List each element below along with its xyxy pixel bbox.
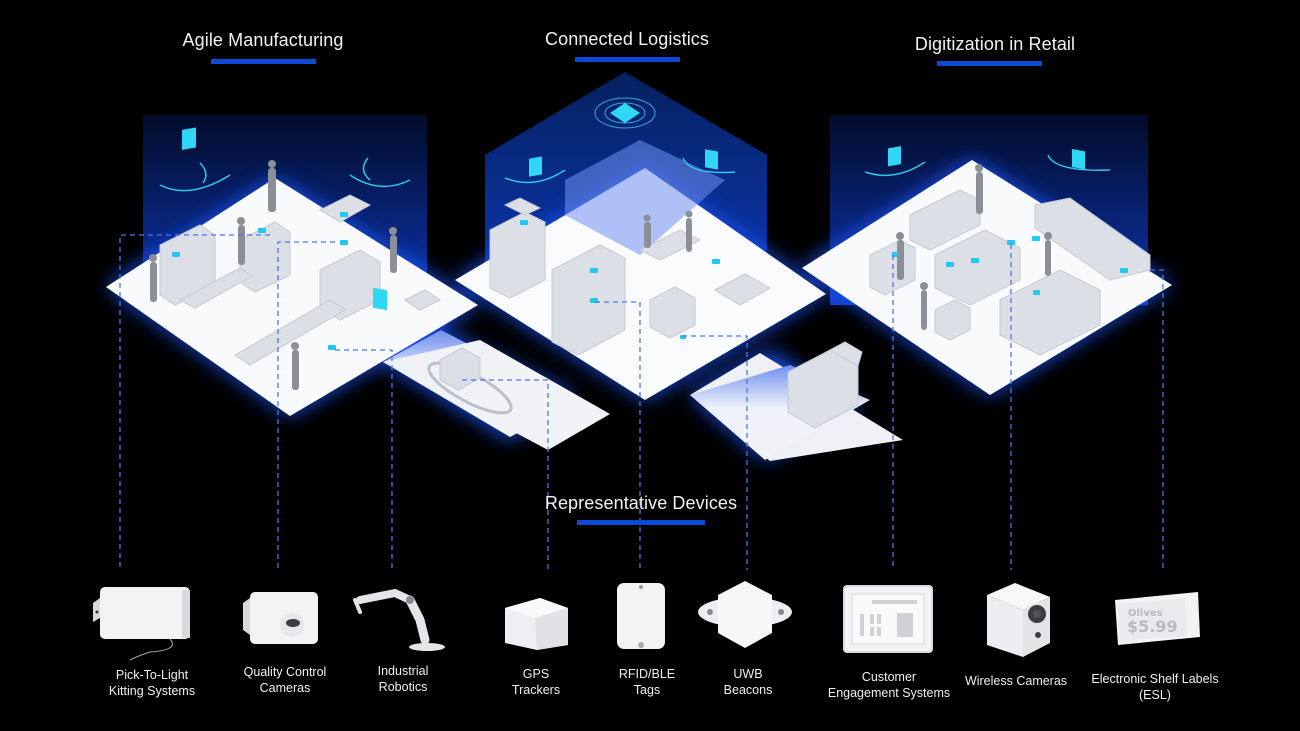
logistics-beam (565, 140, 725, 255)
esl-product-text: Olives (1128, 608, 1163, 619)
section-underline (577, 520, 705, 525)
connector-uwb (682, 335, 748, 570)
boat-path-lower (383, 340, 610, 450)
device-label-line: Pick-To-Light (115, 668, 189, 682)
device-label-customer-engagement: Customer Engagement Systems (828, 669, 950, 701)
cube-camera-icon (987, 583, 1050, 657)
section-underline (211, 59, 316, 64)
uwb-beacon-icon (698, 581, 792, 648)
device-label-line: Robotics (378, 680, 428, 694)
beacon-icon (594, 97, 656, 129)
beacon-icon (504, 156, 566, 184)
connector-lines (119, 234, 1164, 570)
device-label-line: Industrial (377, 664, 429, 678)
device-label-line: Cameras (259, 681, 311, 695)
device-label-line: (ESL) (1139, 688, 1171, 702)
device-label-line: Quality Control (243, 665, 327, 679)
device-label-gps: GPS Trackers (512, 666, 560, 698)
device-label-uwb: UWB Beacons (724, 666, 773, 698)
section-underline (937, 61, 1042, 66)
gps-tracker-icon (505, 598, 568, 650)
devices-section-title: Representative Devices (544, 493, 738, 513)
device-label-wireless-cameras: Wireless Cameras (965, 673, 1067, 689)
robot-arm-icon (353, 588, 445, 651)
beacon-icon (682, 149, 736, 174)
beacon-icon (1047, 149, 1111, 171)
device-label-line: Customer (861, 670, 917, 684)
beacon-icon (864, 146, 926, 177)
device-label-line: Electronic Shelf Labels (1091, 672, 1219, 686)
device-label-esl: Electronic Shelf Labels (ESL) (1091, 671, 1218, 703)
connector-rfid (595, 301, 641, 570)
section-title-manufacturing: Agile Manufacturing (182, 30, 344, 50)
connector-qc-cameras (277, 241, 335, 570)
connector-esl (1150, 269, 1164, 570)
device-label-line: Wireless Cameras (964, 674, 1068, 688)
rfid-tag-icon (617, 583, 665, 649)
beacon-icon (159, 127, 231, 192)
device-label-line: Beacons (723, 683, 773, 697)
device-label-line: Tags (633, 683, 661, 697)
device-label-line: UWB (733, 667, 763, 681)
device-label-line: Kitting Systems (108, 684, 196, 698)
connector-gps (462, 379, 549, 570)
device-label-line: Engagement Systems (827, 686, 951, 700)
device-label-line: RFID/BLE (618, 667, 676, 681)
people (149, 160, 1052, 390)
device-label-robotics: Industrial Robotics (378, 663, 429, 695)
device-label-line: Trackers (511, 683, 561, 697)
device-label-qc-cameras: Quality Control Cameras (244, 664, 327, 696)
logistics-platform (455, 168, 826, 400)
connector-pick-to-light (119, 234, 270, 570)
device-label-pick-to-light: Pick-To-Light Kitting Systems (109, 667, 195, 699)
display-screen-icon (843, 585, 933, 653)
section-title-retail: Digitization in Retail (914, 34, 1076, 54)
section-title-logistics: Connected Logistics (545, 29, 709, 49)
beacon-icon (349, 157, 411, 311)
pick-to-light-module-icon (93, 587, 190, 661)
shelf-label-icon: Olives $5.99 (1115, 592, 1200, 645)
esl-price-text: $5.99 (1127, 617, 1178, 636)
connector-robotics (335, 349, 393, 570)
scene-props (159, 189, 1151, 429)
device-label-rfid: RFID/BLE Tags (619, 666, 675, 698)
device-label-line: GPS (522, 667, 550, 681)
section-underline (575, 57, 680, 62)
industrial-camera-icon (243, 592, 318, 644)
